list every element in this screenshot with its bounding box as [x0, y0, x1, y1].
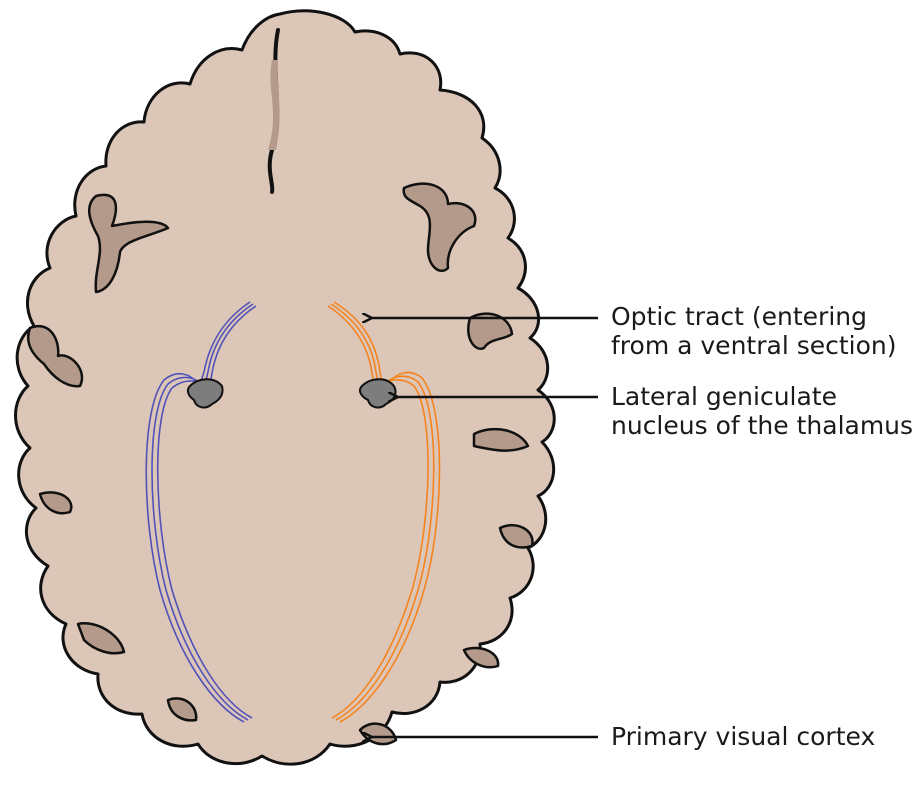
cortex-label: Primary visual cortex — [611, 722, 875, 751]
optic-tract-label-line-1: Optic tract (entering — [611, 302, 897, 331]
lgn-label-line-2: nucleus of the thalamus — [611, 411, 913, 440]
cortex-label-line-1: Primary visual cortex — [611, 722, 875, 751]
optic-tract-label-line-2: from a ventral section) — [611, 331, 897, 360]
lgn-label: Lateral geniculate nucleus of the thalam… — [611, 382, 913, 440]
lgn-label-line-1: Lateral geniculate — [611, 382, 913, 411]
optic-tract-label: Optic tract (entering from a ventral sec… — [611, 302, 897, 360]
